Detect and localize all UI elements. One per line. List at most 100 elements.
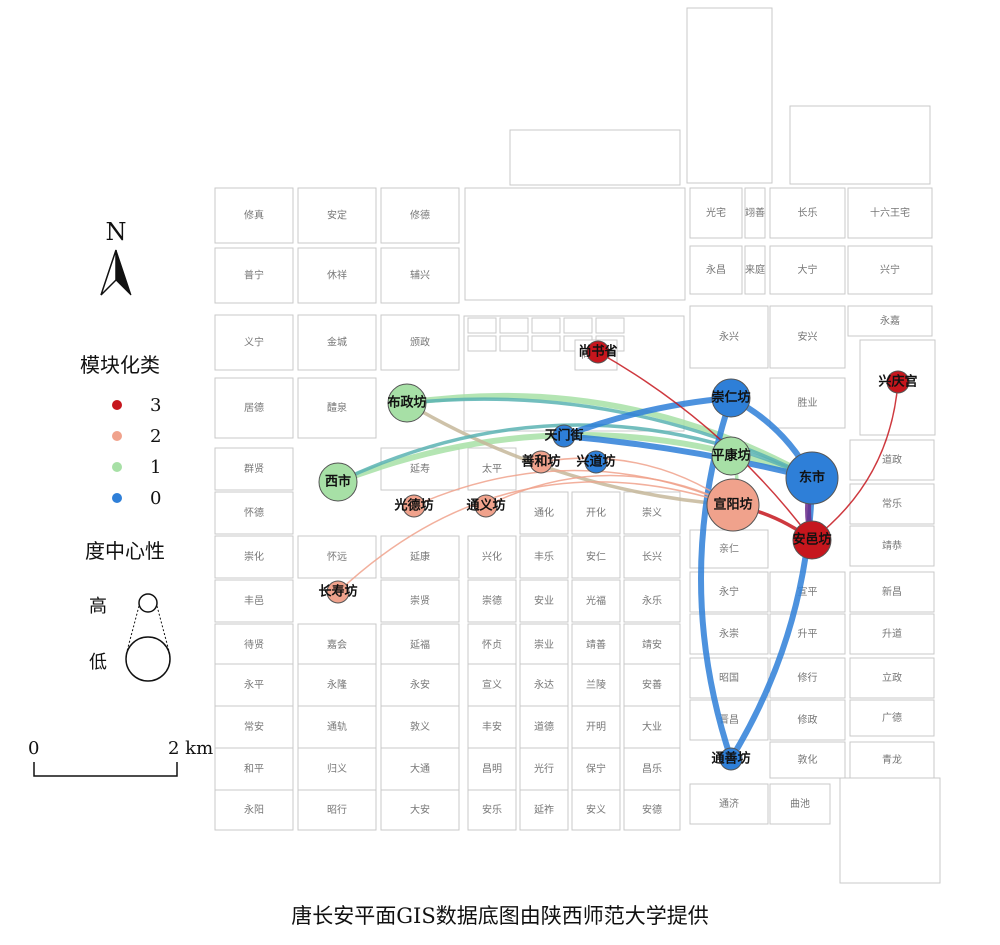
node-tongshanfang[interactable] xyxy=(719,747,743,771)
ward-label: 通化 xyxy=(534,506,554,519)
ward-98 xyxy=(769,783,831,825)
ward-31 xyxy=(380,623,460,667)
ward-54 xyxy=(519,747,569,791)
legend-class-swatch-3 xyxy=(112,400,122,410)
node-layer: 尚书省兴庆宫安邑坊宣阳坊光德坊通义坊长寿坊善和坊布政坊西市平康坊天门街崇仁坊东市… xyxy=(318,340,918,771)
node-label-pingkangfang: 平康坊 xyxy=(711,448,750,464)
ward-38 xyxy=(380,663,460,707)
node-label-tongshanfang: 通善坊 xyxy=(711,751,750,767)
ward-90 xyxy=(849,657,935,699)
ward-51 xyxy=(297,747,377,791)
north-label: N xyxy=(106,218,127,246)
ward-label: 颁政 xyxy=(410,336,430,349)
ward-label: 大业 xyxy=(642,720,662,733)
ward-label: 崇化 xyxy=(244,550,264,563)
node-tongyifang[interactable] xyxy=(474,494,498,518)
ward-label: 义宁 xyxy=(244,336,264,349)
degree-high-label: 高 xyxy=(89,596,107,617)
ward-label: 常乐 xyxy=(882,497,902,510)
ward-3 xyxy=(380,187,460,244)
ward-40 xyxy=(519,663,569,707)
ward-61 xyxy=(519,789,569,831)
ward-label: 永昌 xyxy=(706,263,726,276)
node-shangshusheng[interactable] xyxy=(586,340,610,364)
node-xuanyangfang[interactable] xyxy=(706,478,760,532)
ward-block xyxy=(467,317,497,334)
ward-label: 永崇 xyxy=(719,627,739,640)
ward-label: 崇德 xyxy=(482,594,502,607)
edge-tianmenjie-chongrenfang xyxy=(561,395,734,439)
ward-label: 十六王宅 xyxy=(870,206,910,219)
ward-label: 大通 xyxy=(410,762,430,775)
node-dongshi[interactable] xyxy=(785,451,839,505)
ward-8 xyxy=(297,314,377,371)
ward-6 xyxy=(380,247,460,304)
ward-72 xyxy=(744,245,766,295)
ward-block xyxy=(499,317,529,334)
ward-label: 长乐 xyxy=(798,207,818,219)
ward-block xyxy=(839,777,941,884)
ward-label: 延康 xyxy=(410,550,430,563)
edge-buzhengfang-dongshi xyxy=(404,392,815,481)
node-xishi[interactable] xyxy=(318,462,358,502)
ward-block xyxy=(563,317,593,334)
node-label-xingdaofang: 兴道坊 xyxy=(576,454,615,470)
ward-label: 来庭 xyxy=(745,263,765,276)
node-label-changshoufang: 长寿坊 xyxy=(318,584,357,600)
node-xingqinggong[interactable] xyxy=(886,370,910,394)
node-chongrenfang[interactable] xyxy=(711,378,751,418)
ward-77 xyxy=(847,305,933,337)
ward-label: 亲仁 xyxy=(719,542,739,555)
node-xingdaofang[interactable] xyxy=(584,450,608,474)
ward-label: 崇义 xyxy=(642,507,662,519)
ward-label: 光宅 xyxy=(706,206,726,219)
ward-76 xyxy=(769,305,846,369)
ward-label: 永阳 xyxy=(244,803,264,816)
ward-73 xyxy=(769,245,846,295)
ward-label: 修行 xyxy=(798,671,818,684)
ward-label: 永平 xyxy=(244,678,264,691)
ward-label: 开化 xyxy=(586,506,606,519)
ward-label: 翊善 xyxy=(745,206,765,219)
ward-block xyxy=(595,317,625,334)
ward-49 xyxy=(623,705,681,749)
ward-label: 修政 xyxy=(798,713,818,726)
node-changshoufang[interactable] xyxy=(326,580,350,604)
ward-42 xyxy=(623,663,681,707)
node-shanhefang[interactable] xyxy=(529,450,553,474)
ward-32 xyxy=(467,623,517,667)
ward-label: 立政 xyxy=(882,671,902,684)
node-anyifang[interactable] xyxy=(792,520,832,560)
ward-label: 延祚 xyxy=(534,803,554,816)
ward-label: 兰陵 xyxy=(586,678,606,691)
legend-class-swatch-0 xyxy=(112,493,122,503)
ward-36 xyxy=(214,663,294,707)
ward-label: 安业 xyxy=(534,594,554,607)
ward-27 xyxy=(571,579,621,623)
node-tianmenjie[interactable] xyxy=(552,424,576,448)
ward-59 xyxy=(380,789,460,831)
ward-62 xyxy=(571,789,621,831)
ward-21 xyxy=(571,535,621,579)
node-guangdefang[interactable] xyxy=(402,494,426,518)
ward-label: 崇业 xyxy=(534,639,554,651)
ward-33 xyxy=(519,623,569,667)
degree-high-circle xyxy=(138,593,158,613)
node-pingkangfang[interactable] xyxy=(711,436,751,476)
ward-block xyxy=(499,335,529,352)
ward-label: 光福 xyxy=(586,594,606,607)
edge-buzhengfang-xuanyangfang xyxy=(405,401,735,507)
ward-50 xyxy=(214,747,294,791)
ward-label: 宣义 xyxy=(482,678,502,691)
ward-label: 嘉会 xyxy=(327,638,347,651)
ward-label: 永隆 xyxy=(327,678,347,691)
ward-14 xyxy=(467,447,517,491)
ward-label: 永嘉 xyxy=(880,314,900,327)
ward-label: 安善 xyxy=(642,678,662,691)
node-label-shangshusheng: 尚书省 xyxy=(578,344,617,360)
node-buzhengfang[interactable] xyxy=(387,383,427,423)
ward-84 xyxy=(849,571,935,613)
ward-block xyxy=(789,105,931,185)
node-label-dongshi: 东市 xyxy=(799,470,825,486)
